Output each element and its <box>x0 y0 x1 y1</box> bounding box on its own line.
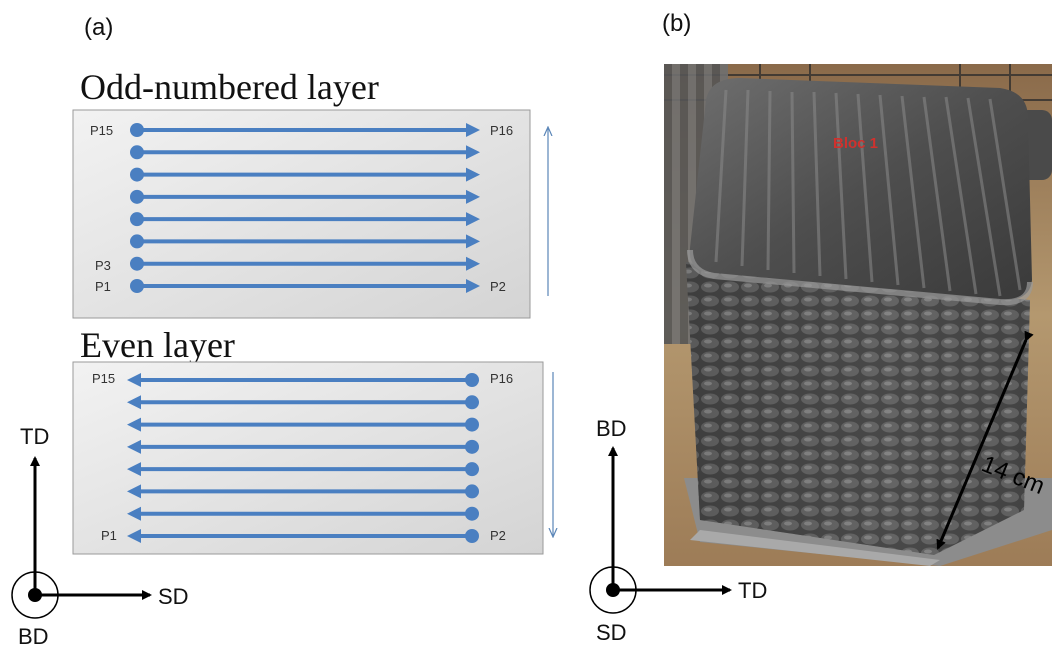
even-track-2-start-point <box>465 395 479 410</box>
odd-layer-tracks <box>130 123 480 293</box>
even-track-3-start-point <box>465 417 479 432</box>
odd-track-8-arrowhead <box>466 279 480 293</box>
even-p15-label: P15 <box>92 371 115 386</box>
block-label: Bloc 1 <box>833 135 878 152</box>
even-track-5-start-point <box>465 462 479 477</box>
dimension-arrow <box>936 330 1034 550</box>
axis-b-up-label: BD <box>596 416 627 441</box>
even-track-7-arrowhead <box>127 506 141 521</box>
odd-track-3-arrowhead <box>466 167 480 182</box>
odd-track-4-start-point <box>130 189 144 204</box>
axes-triad-a <box>11 456 152 619</box>
odd-track-1-arrowhead <box>466 123 480 137</box>
odd-track-2-arrowhead <box>466 145 480 160</box>
axes-triad-b <box>589 446 732 614</box>
even-layer-title: Even layer <box>80 325 235 365</box>
odd-layer-panel <box>72 109 531 319</box>
odd-layer-title: Odd-numbered layer <box>80 67 379 107</box>
axis-a-out-label: BD <box>18 624 49 649</box>
even-track-4-start-point <box>465 439 479 454</box>
odd-p2-label: P2 <box>490 279 506 294</box>
odd-p3-label: P3 <box>95 258 111 273</box>
odd-p1-label: P1 <box>95 279 111 294</box>
axis-a-right-label: SD <box>158 584 189 609</box>
odd-track-2-start-point <box>130 145 144 160</box>
even-track-8-start-point <box>465 529 479 543</box>
even-track-3-arrowhead <box>127 417 141 432</box>
axis-a-up-label: TD <box>20 424 50 449</box>
odd-track-3-start-point <box>130 167 144 182</box>
odd-track-8-start-point <box>130 279 144 293</box>
odd-p15-label: P15 <box>90 123 113 138</box>
odd-track-7-start-point <box>130 256 144 271</box>
odd-track-1-start-point <box>130 123 144 137</box>
odd-track-4-arrowhead <box>466 189 480 204</box>
even-track-8-arrowhead <box>127 529 141 543</box>
even-track-2-arrowhead <box>127 395 141 410</box>
odd-track-6-arrowhead <box>466 234 480 249</box>
panel-a-letter: (a) <box>84 14 114 41</box>
even-track-5-arrowhead <box>127 462 141 477</box>
odd-track-5-start-point <box>130 212 144 227</box>
odd-p16-label: P16 <box>490 123 513 138</box>
even-p1-label: P1 <box>101 528 117 543</box>
even-layer-panel <box>72 361 544 555</box>
even-p16-label: P16 <box>490 371 513 386</box>
panel-b-letter: (b) <box>662 10 692 37</box>
axis-b-right-label: TD <box>738 578 768 603</box>
odd-track-6-start-point <box>130 234 144 249</box>
odd-track-5-arrowhead <box>466 212 480 227</box>
odd-track-7-arrowhead <box>466 256 480 271</box>
axis-b-out-label: SD <box>596 620 627 645</box>
even-track-4-arrowhead <box>127 439 141 454</box>
even-p2-label: P2 <box>490 528 506 543</box>
even-track-6-start-point <box>465 484 479 499</box>
even-layer-tracks <box>127 373 479 543</box>
even-track-7-start-point <box>465 506 479 521</box>
even-track-6-arrowhead <box>127 484 141 499</box>
even-track-1-start-point <box>465 373 479 387</box>
even-track-1-arrowhead <box>127 373 141 387</box>
